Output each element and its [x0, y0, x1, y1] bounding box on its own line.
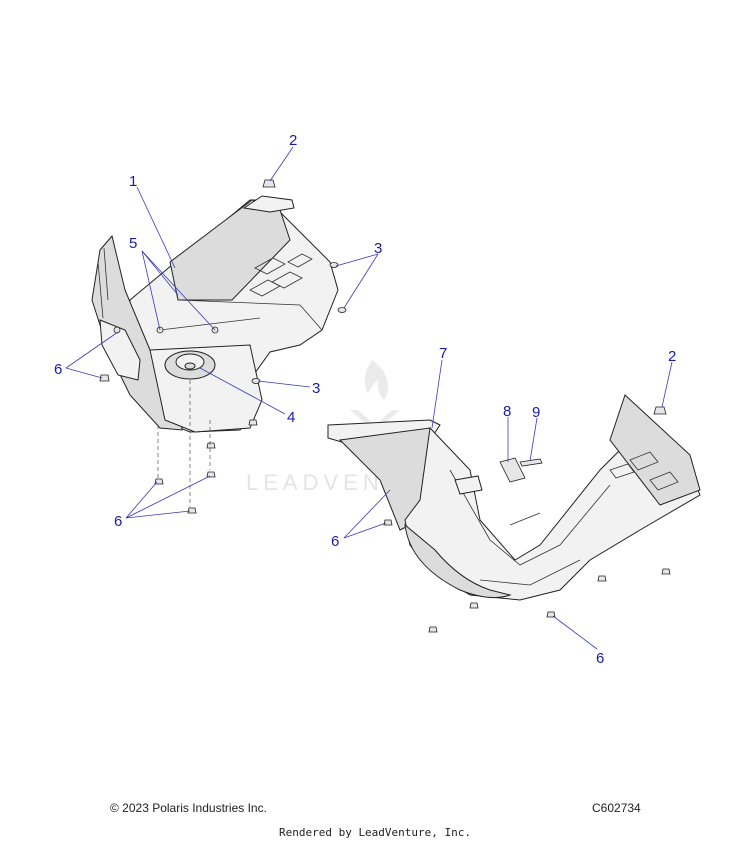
screw-2-right	[653, 406, 667, 415]
screw-6-right-side	[383, 519, 393, 526]
screw-6-bottom-e	[248, 419, 258, 426]
screw-6-right-b5	[661, 568, 671, 575]
copyright-text: © 2023 Polaris Industries Inc.	[110, 801, 267, 815]
screw-6-right-b1	[428, 626, 438, 633]
callout-8: 8	[503, 403, 511, 420]
push-rivet-9	[519, 458, 543, 467]
callout-6-right-side: 6	[331, 533, 339, 550]
callout-labels: 2 1 5 3 6 3 4 6 7 2 8 9 6 6	[54, 132, 676, 667]
screw-6-right-b2	[469, 602, 479, 609]
callout-7: 7	[439, 345, 447, 362]
callout-6-left: 6	[54, 361, 62, 378]
screw-2-left	[262, 179, 276, 188]
callout-6-bottom: 6	[114, 513, 122, 530]
callout-4: 4	[287, 409, 295, 426]
callout-3-upper: 3	[374, 240, 382, 257]
skid-plate-left-assembly	[91, 195, 339, 433]
front-skid-plate-right-assembly	[327, 394, 701, 601]
screw-6-bottom-a	[154, 478, 164, 485]
rendered-by-text: Rendered by LeadVenture, Inc.	[278, 826, 472, 839]
left-fasteners	[99, 179, 347, 514]
callout-6-right-bottom: 6	[596, 650, 604, 667]
screw-6-right-b4	[597, 575, 607, 582]
nut-3-upper	[329, 262, 339, 268]
nut-3-mid	[337, 307, 347, 313]
diagram-code: C602734	[592, 801, 641, 815]
screw-6-left-side	[99, 374, 110, 382]
screw-6-bottom-c	[187, 507, 197, 514]
callout-9: 9	[532, 404, 540, 421]
callout-3-lower: 3	[312, 380, 320, 397]
callout-5: 5	[129, 235, 137, 252]
callout-2-left: 2	[289, 132, 297, 149]
screw-6-bottom-b	[206, 471, 216, 478]
leader-lines	[65, 146, 673, 650]
bracket-8	[499, 457, 526, 483]
callout-1: 1	[129, 173, 137, 190]
callout-2-right: 2	[668, 348, 676, 365]
screw-6-bottom-d	[206, 442, 216, 449]
right-fasteners	[383, 406, 671, 633]
